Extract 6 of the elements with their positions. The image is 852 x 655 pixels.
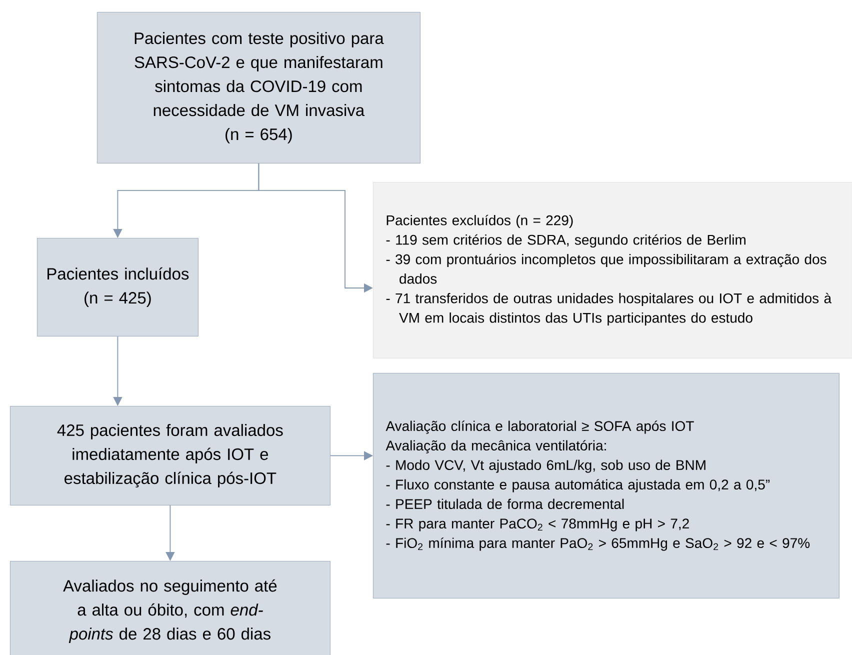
process-box: Pacientes incluídos (n = 425)	[37, 238, 198, 336]
assessment-box: Avaliação clínica e laboratorial ≥ SOFA após IOT Avaliação da mecânica ventilatória: - Modo VCV, Vt ajustado 6mL/kg, sob uso de BNM - Fluxo constante e pausa automática ajustada em 0,2 a 0,5” - PEEP titulada de forma decremental - FR para manter PaCO$_{2}$ < 78mmHg e pH > 7,2 - FiO$_{2}$ mínima para manter PaO$_{2}$ > 65mmHg e SaO$_{2}$ > 92 e < 97%	[373, 373, 840, 598]
process-box: Avaliados no seguimento até a alta ou óbito, com end-points de 28 dias e 60 dias	[10, 561, 330, 655]
process-box: Pacientes com teste positivo para SARS-CoV-2 e que manifestaram sintomas da COVID-19 com necessidade de VM invasiva (n = 654)	[97, 12, 420, 164]
exclusion-box: Pacientes excluídos (n = 229) - 119 sem critérios de SDRA, segundo critérios de Berlim - 39 com prontuários incompletos que impossibilitaram a extração dos dados - 71 transferidos de outras unidades hospitalares ou IOT e admitidos à VM em locais distintos das UTIs participantes do estudo	[373, 182, 852, 358]
process-box: 425 pacientes foram avaliados imediatamente após IOT e estabilização clínica pós-IOT	[10, 406, 330, 506]
